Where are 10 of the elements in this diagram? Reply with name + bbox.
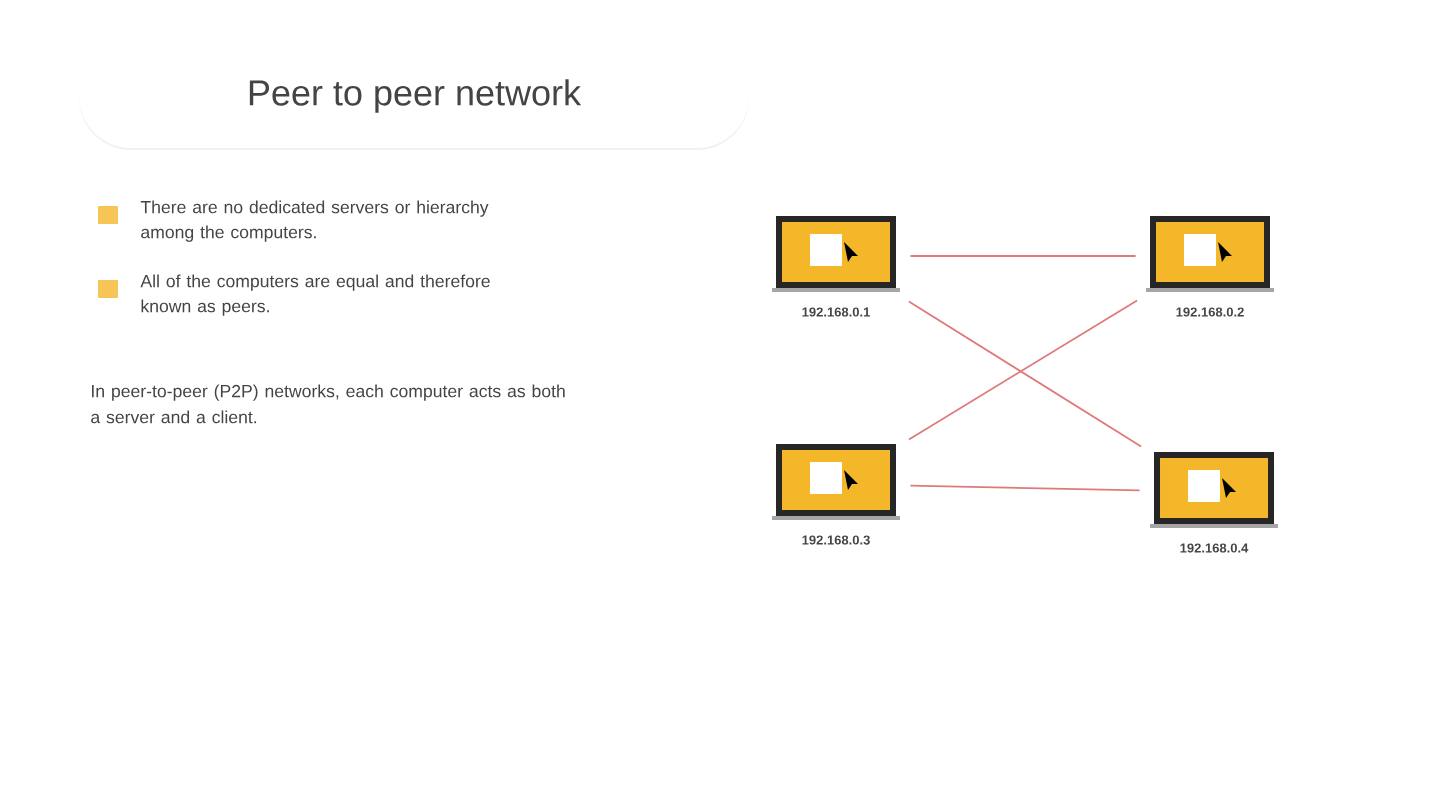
- title-box: Peer to peer network: [79, 44, 749, 150]
- laptop-drawing: [772, 444, 900, 520]
- bullet-text: There are no dedicated servers or hierarchy among the computers.: [140, 200, 489, 242]
- laptop-drawing: [772, 216, 900, 292]
- connector-line: [909, 255, 1137, 257]
- paragraph: In peer-to-peer (P2P) networks, each computer acts as both a server and a client.: [91, 384, 565, 424]
- laptop-drawing: [1150, 452, 1278, 528]
- connector-line: [909, 484, 1141, 492]
- bullet-text: All of the computers are equal and therefore known as peers.: [140, 274, 490, 316]
- laptop-drawing: [1146, 216, 1274, 292]
